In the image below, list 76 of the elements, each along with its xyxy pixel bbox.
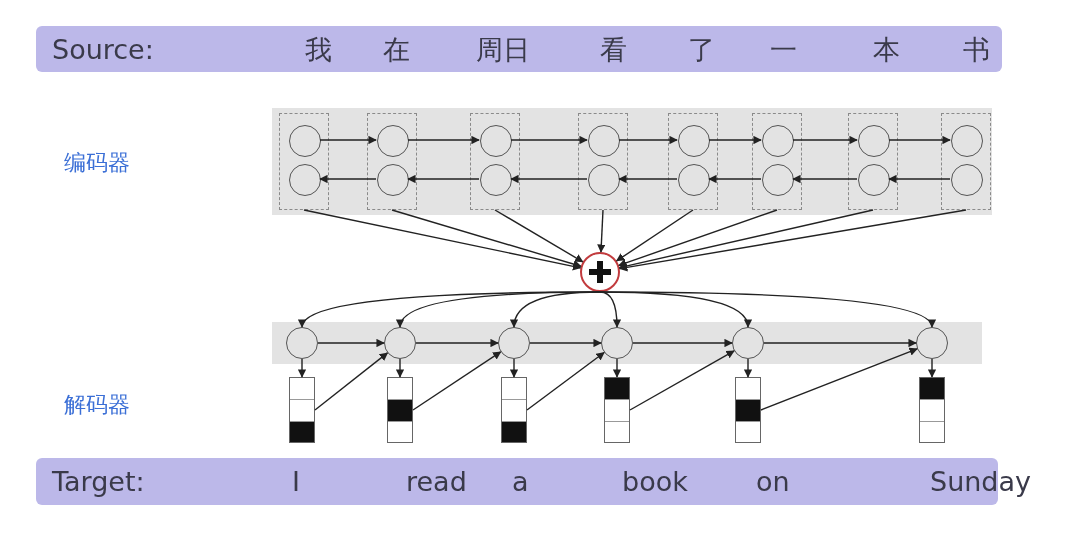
arrow <box>407 174 480 184</box>
arrow <box>510 135 588 145</box>
encoder-band <box>272 108 992 215</box>
layer-label: 解码器 <box>64 394 130 416</box>
arrow <box>618 209 967 272</box>
arrow <box>391 209 582 269</box>
arrow <box>888 174 951 184</box>
sentence-word: I <box>292 468 300 495</box>
arrow <box>615 209 694 262</box>
row-label: Source: <box>52 35 154 63</box>
output-vector <box>501 377 527 443</box>
arrow <box>792 174 858 184</box>
arrow <box>317 338 385 348</box>
arrow <box>618 209 778 267</box>
encoder-column <box>752 113 802 210</box>
encoder-column <box>848 113 898 210</box>
encoder-column <box>941 113 991 210</box>
sentence-word: 看 <box>600 35 627 63</box>
arrow <box>763 338 917 348</box>
arrow <box>708 135 762 145</box>
arrow <box>319 174 377 184</box>
sentence-band <box>36 26 1002 72</box>
sentence-word: book <box>622 468 688 495</box>
arrow <box>526 351 605 411</box>
sentence-word: 了 <box>688 35 715 63</box>
sentence-word: read <box>406 468 467 495</box>
arrow <box>412 351 502 411</box>
arrow <box>395 358 405 378</box>
sentence-word: 书 <box>963 35 990 63</box>
sentence-word: a <box>512 468 529 495</box>
output-vector <box>919 377 945 443</box>
arrow <box>529 338 602 348</box>
arrow <box>743 358 753 378</box>
encoder-column <box>668 113 718 210</box>
arrow <box>629 350 735 411</box>
arrow <box>599 291 933 328</box>
sentence-word: 我 <box>305 35 332 63</box>
arrow <box>618 174 678 184</box>
arrow <box>510 174 588 184</box>
sentence-word: 本 <box>873 35 900 63</box>
arrow <box>314 352 389 411</box>
arrow <box>708 174 762 184</box>
arrow <box>618 209 874 270</box>
row-label: Target: <box>52 468 145 495</box>
arrow <box>760 347 918 411</box>
arrow <box>494 209 584 263</box>
arrow <box>415 338 499 348</box>
arrow <box>509 358 519 378</box>
sum-node <box>580 252 620 292</box>
arrow <box>297 358 307 378</box>
encoder-column <box>367 113 417 210</box>
arrow <box>612 358 622 378</box>
arrow <box>510 291 601 328</box>
arrow <box>927 358 937 378</box>
encoder-column <box>470 113 520 210</box>
sentence-word: on <box>756 468 790 495</box>
sentence-word: 周日 <box>476 35 530 63</box>
encoder-column <box>578 113 628 210</box>
arrow <box>792 135 858 145</box>
sentence-word: Sunday <box>930 468 1032 495</box>
layer-label: 编码器 <box>64 152 130 174</box>
arrow <box>888 135 951 145</box>
arrow <box>597 209 606 253</box>
output-vector <box>604 377 630 443</box>
decoder-band <box>272 322 982 364</box>
arrow <box>632 338 733 348</box>
output-vector <box>735 377 761 443</box>
output-vector <box>387 377 413 443</box>
arrow <box>407 135 480 145</box>
sentence-word: 一 <box>770 35 797 63</box>
output-vector <box>289 377 315 443</box>
arrow <box>303 209 582 271</box>
arrow <box>618 135 678 145</box>
encoder-column <box>279 113 329 210</box>
sentence-word: 在 <box>383 35 410 63</box>
arrow <box>319 135 377 145</box>
